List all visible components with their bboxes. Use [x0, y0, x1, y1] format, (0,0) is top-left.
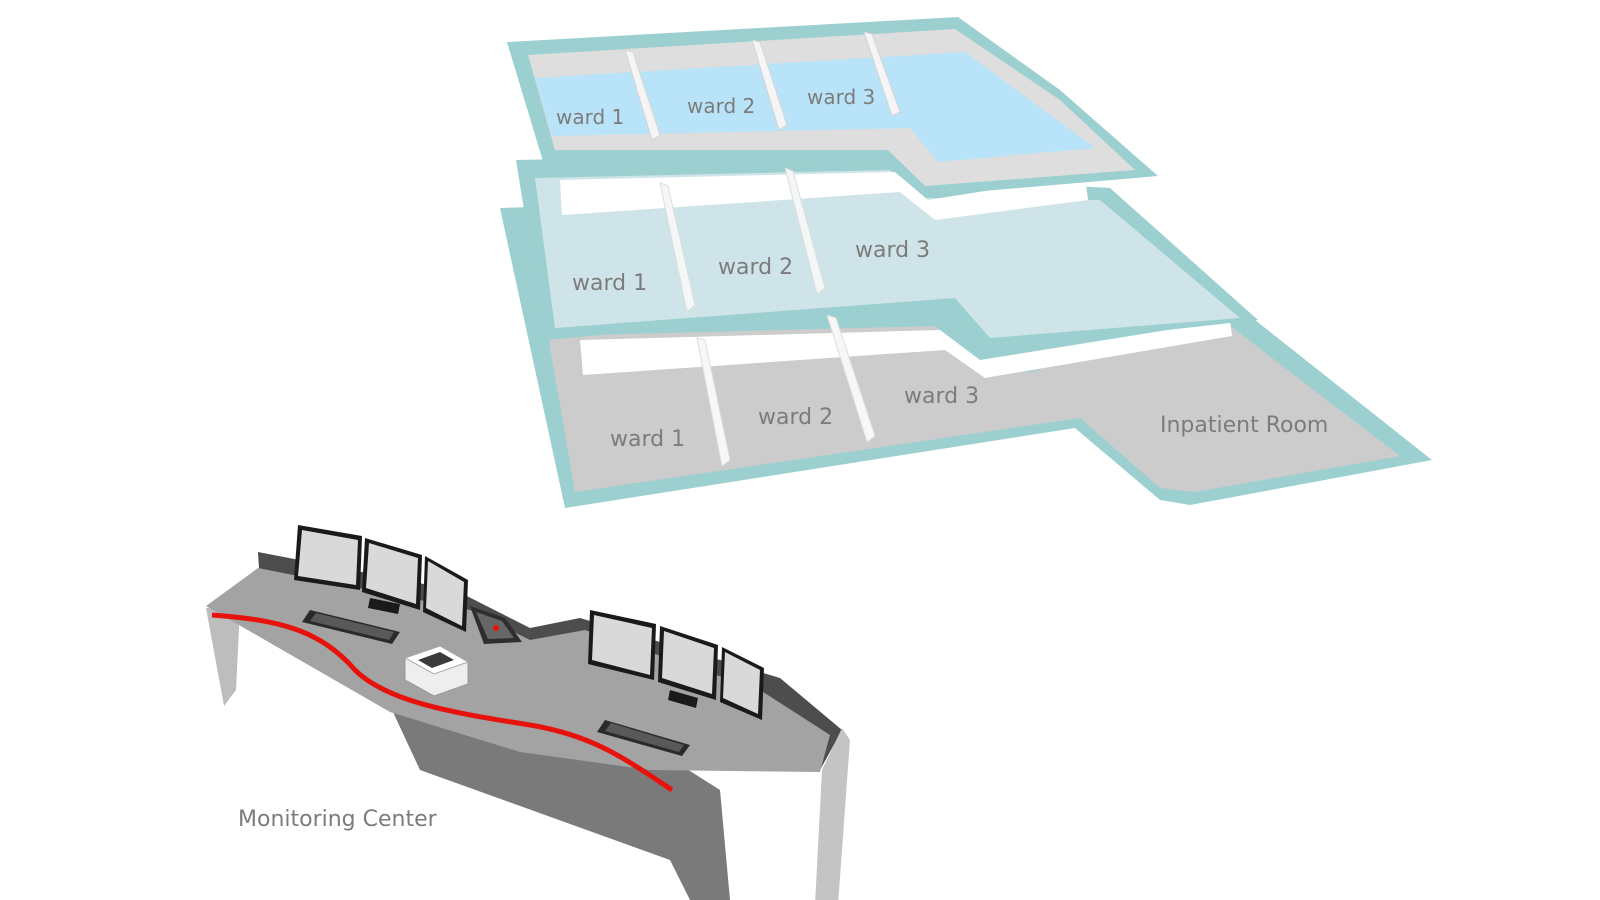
- floor-top-ward-area: [535, 52, 1095, 162]
- floor-bottom-wall: [580, 320, 1232, 378]
- middle-ward-3-label: ward 3: [855, 238, 930, 263]
- desk-body: [385, 695, 730, 900]
- top-divider-1: [624, 49, 661, 141]
- top-ward-2-label: ward 2: [687, 94, 755, 118]
- phone-icon: [470, 606, 522, 644]
- bottom-divider-1: [696, 337, 731, 467]
- monitor-icon-right: [588, 610, 764, 720]
- top-ward-3-label: ward 3: [807, 85, 875, 109]
- bottom-divider-2: [826, 314, 876, 443]
- keyboard-icon: [302, 610, 400, 644]
- desk-left-side: [206, 608, 240, 706]
- middle-divider-2: [784, 167, 826, 295]
- cable-line: [211, 612, 674, 793]
- top-ward-1-label: ward 1: [556, 105, 624, 129]
- desk-top: [206, 568, 830, 772]
- monitoring-center-label: Monitoring Center: [238, 807, 438, 832]
- middle-divider-1: [659, 182, 696, 313]
- printer-icon: [403, 645, 470, 697]
- bottom-ward-3-label: ward 3: [904, 384, 979, 409]
- top-divider-3: [863, 31, 901, 117]
- middle-ward-2-label: ward 2: [718, 255, 793, 280]
- bottom-ward-2-label: ward 2: [758, 405, 833, 430]
- floor-middle-surface: [535, 170, 1240, 338]
- floor-middle-wall: [560, 172, 1088, 220]
- keyboard-icon-right: [597, 720, 690, 756]
- desk-right-side: [815, 728, 850, 900]
- monitoring-desk: [206, 525, 850, 900]
- floor-middle: ward 1 ward 2 ward 3: [516, 152, 1258, 350]
- bottom-ward-1-label: ward 1: [610, 427, 685, 452]
- floor-top: ward 1 ward 2 ward 3: [507, 17, 1158, 196]
- top-divider-2: [751, 39, 788, 131]
- inpatient-room-label: Inpatient Room: [1160, 413, 1328, 438]
- monitor-icon: [294, 525, 468, 632]
- middle-ward-1-label: ward 1: [572, 271, 647, 296]
